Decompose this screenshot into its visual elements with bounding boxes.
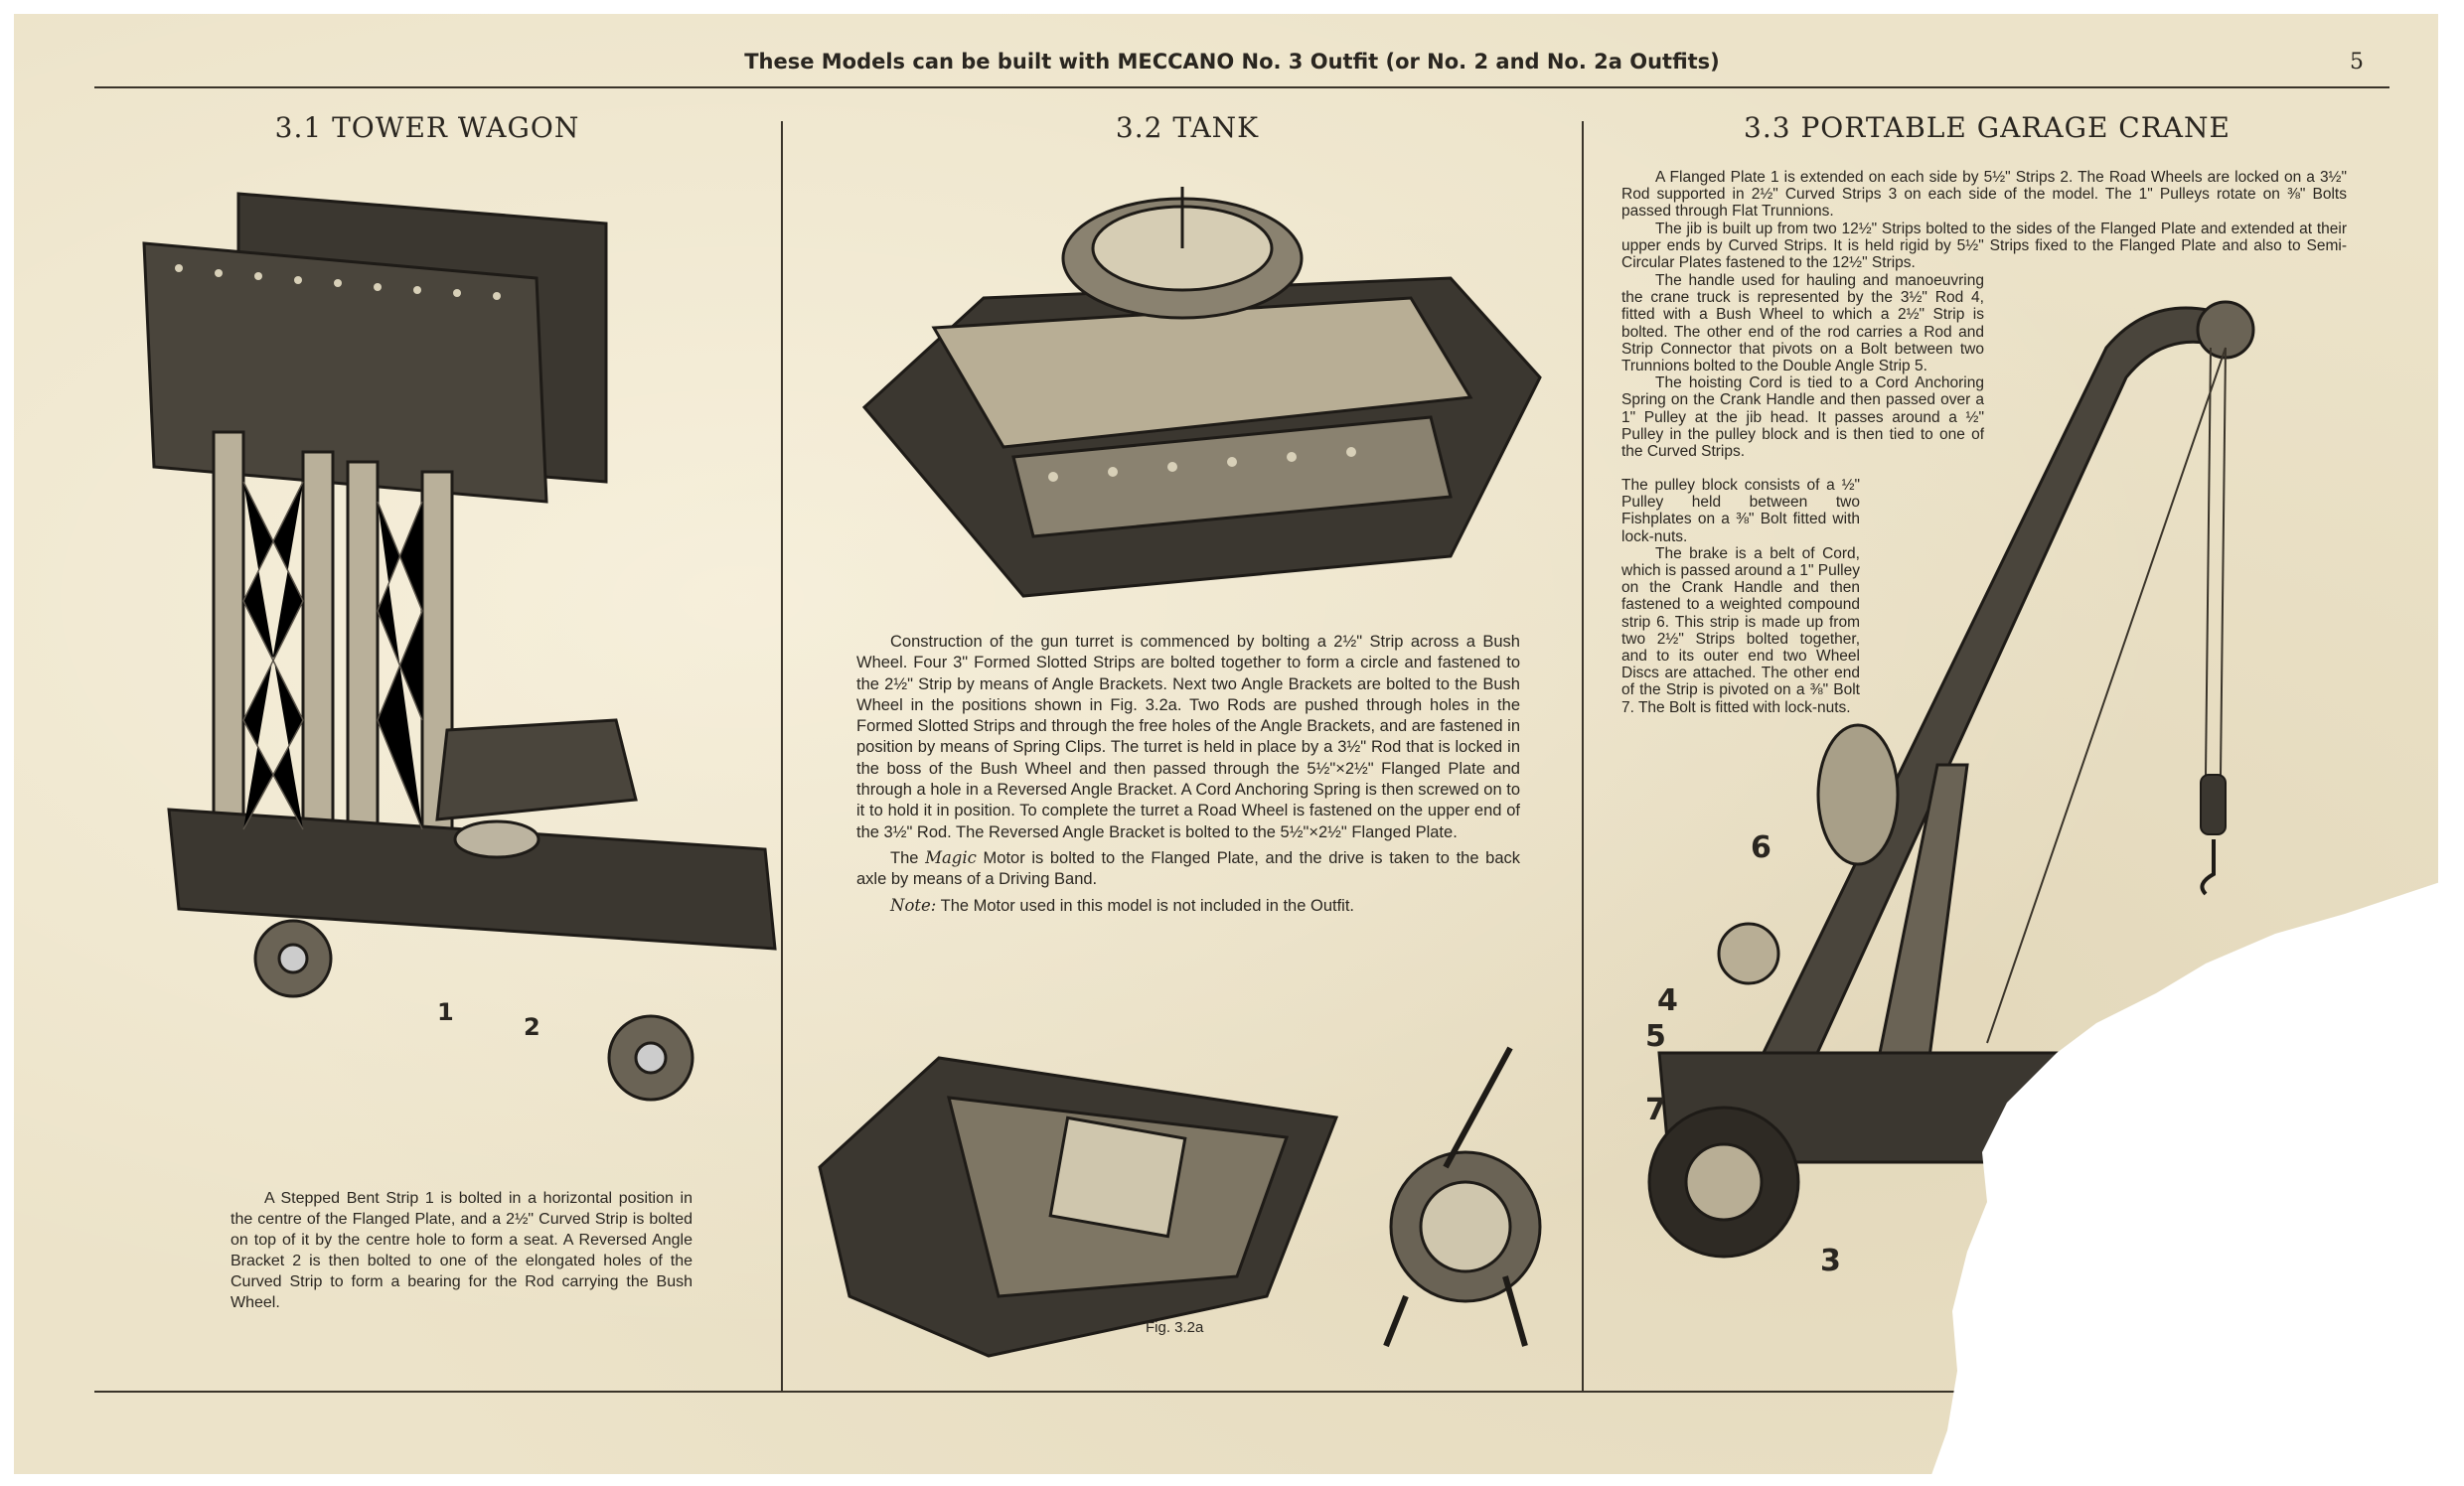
part-label-7: 7 [1645, 1093, 1666, 1127]
column-divider [1582, 121, 1584, 1391]
tank-description: Construction of the gun turret is commen… [856, 632, 1520, 917]
tank-underside-figure [818, 1046, 1542, 1358]
part-label-6: 6 [1751, 830, 1771, 865]
part-label-1: 1 [437, 998, 454, 1026]
crane-description-middle: The handle used for hauling and manoeuvr… [1621, 272, 1984, 461]
bottom-rule [94, 1391, 1962, 1393]
model-title-tower-wagon: 3.1 TOWER WAGON [274, 111, 580, 144]
tank-illustration [861, 187, 1542, 598]
crane-description-bottom: The pulley block consists of a ½" Pulley… [1621, 477, 1860, 716]
torn-page-corner [1927, 874, 2464, 1486]
crane-illustration [1647, 300, 2255, 1259]
part-label-4: 4 [1657, 983, 1678, 1018]
page-header: These Models can be built with MECCANO N… [744, 50, 1720, 74]
motor-paragraph: The Magic Motor is bolted to the Flanged… [856, 847, 1520, 889]
model-title-crane: 3.3 PORTABLE GARAGE CRANE [1744, 111, 2231, 144]
note-paragraph: Note: The Motor used in this model is no… [890, 895, 1354, 915]
tower-wagon-description: A Stepped Bent Strip 1 is bolted in a ho… [231, 1190, 693, 1311]
part-label-3: 3 [1820, 1244, 1841, 1278]
model-title-tank: 3.2 TANK [1115, 111, 1260, 144]
figure-caption: Fig. 3.2a [1146, 1319, 1204, 1336]
part-label-2: 2 [524, 1013, 540, 1041]
page-number: 5 [2350, 50, 2364, 74]
column-divider [781, 121, 783, 1391]
crane-description-top: A Flanged Plate 1 is extended on each si… [1621, 169, 2347, 272]
part-label-5: 5 [1645, 1019, 1666, 1054]
top-rule [94, 86, 2389, 88]
tower-wagon-illustration [142, 192, 777, 1102]
